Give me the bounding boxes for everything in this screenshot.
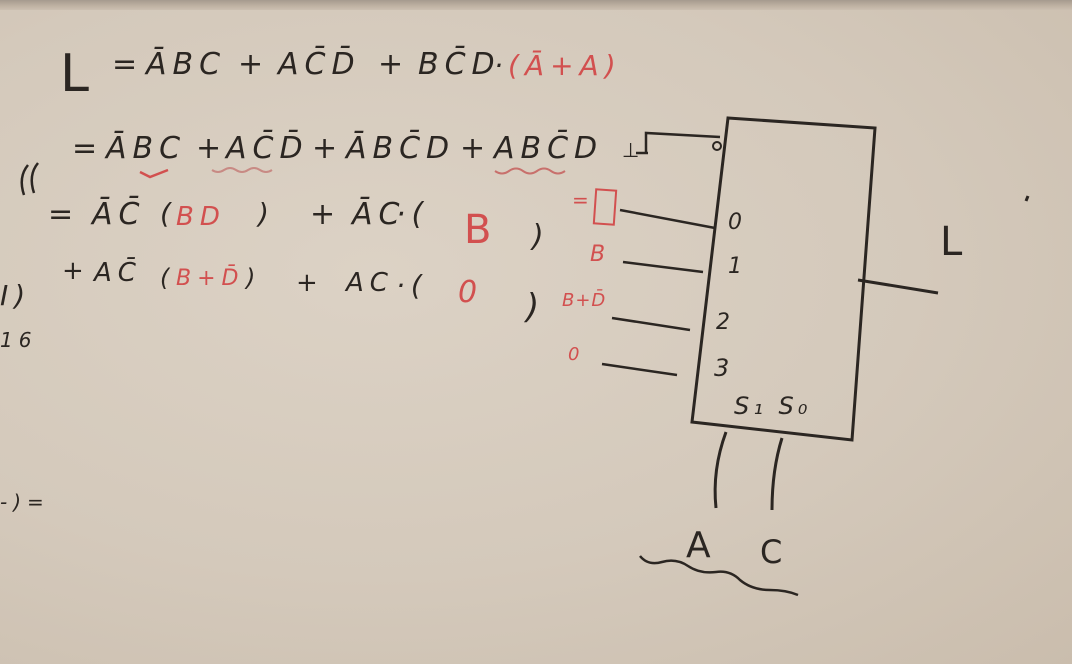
squiggle-underline bbox=[639, 555, 799, 597]
line1-plus: + bbox=[378, 47, 410, 82]
line2-equals: = bbox=[72, 131, 104, 166]
ground-icon: ⊥ bbox=[622, 138, 646, 162]
input-0-box bbox=[592, 188, 618, 226]
line1-term2: AC̄D̄ bbox=[278, 47, 361, 82]
line3-close: ) bbox=[532, 219, 550, 254]
select-wire-s0 bbox=[770, 437, 784, 511]
line1-red-factor: (Ā+A) bbox=[508, 49, 622, 82]
line1-plus: + bbox=[238, 47, 270, 82]
line4-open: ( bbox=[160, 264, 176, 292]
line3-open: ·( bbox=[396, 197, 430, 232]
line3-term2: ĀC bbox=[352, 197, 406, 232]
mux-box bbox=[690, 116, 877, 442]
squiggle-underline bbox=[494, 167, 566, 175]
line2-plus: + bbox=[312, 131, 344, 166]
select-input-A: A bbox=[686, 525, 717, 566]
mux-input-1-index: 1 bbox=[728, 254, 748, 279]
mux-input-1-value: B bbox=[590, 242, 612, 267]
input-wire-3 bbox=[601, 362, 678, 377]
select-wire-s1 bbox=[713, 431, 728, 509]
line3-term1: ĀC̄ bbox=[92, 197, 146, 232]
line4-plus: + bbox=[296, 268, 324, 298]
line4-red-zero: 0 bbox=[458, 275, 484, 310]
margin-mark: 16 bbox=[0, 328, 38, 352]
input-wire-2 bbox=[611, 316, 691, 332]
line1-equals: = bbox=[112, 47, 144, 82]
select-input-C: C bbox=[760, 533, 789, 571]
enable-bubble bbox=[712, 141, 722, 151]
line1-term3: BC̄D bbox=[418, 47, 501, 82]
line3-red-B: B bbox=[464, 207, 498, 253]
mux-input-3-index: 3 bbox=[714, 354, 736, 382]
margin-parens bbox=[20, 162, 39, 196]
line4-term2: AC bbox=[346, 268, 394, 298]
squiggle-underline bbox=[211, 167, 273, 173]
line2-plus: + bbox=[460, 131, 492, 166]
line1-term1: ĀBC bbox=[146, 47, 227, 82]
margin-mark: I) bbox=[0, 279, 32, 312]
line4-open: ·( bbox=[396, 269, 428, 302]
dot bbox=[1024, 195, 1030, 202]
line1-dot: · bbox=[494, 49, 509, 82]
line3-open: ( bbox=[160, 197, 177, 230]
line3-red-BD: BD bbox=[176, 202, 226, 232]
whiteboard bbox=[0, 10, 1072, 664]
line3-close: ) bbox=[258, 197, 275, 230]
input-wire-1 bbox=[622, 260, 704, 274]
line4-term1: AC̄ bbox=[94, 258, 142, 288]
line4-close: ) bbox=[246, 264, 262, 292]
line4-close: ) bbox=[526, 287, 546, 327]
input-wire-0 bbox=[619, 208, 716, 230]
line2-plus: + bbox=[196, 131, 228, 166]
expression-L-symbol: L bbox=[60, 44, 95, 104]
mux-select-labels: S₁ S₀ bbox=[734, 392, 812, 420]
mux-input-0-index: 0 bbox=[728, 210, 748, 235]
mux-input-2-value: B+D̄ bbox=[562, 290, 607, 311]
line2-term2: AC̄D̄ bbox=[226, 131, 309, 166]
line2-term1: ĀBC bbox=[106, 131, 187, 166]
mux-input-2-index: 2 bbox=[716, 310, 736, 335]
line3-plus: + bbox=[310, 197, 342, 232]
output-wire bbox=[857, 278, 939, 295]
mux-output-label: L bbox=[940, 219, 969, 265]
line4-red-expr: B+D̄ bbox=[176, 266, 245, 291]
enable-wire bbox=[636, 131, 721, 155]
margin-mark: -)= bbox=[0, 490, 50, 514]
line4-plus: + bbox=[62, 256, 90, 286]
line2-term4: ABC̄D bbox=[494, 131, 604, 166]
line3-equals: = bbox=[48, 197, 80, 232]
mux-input-0-value: = bbox=[572, 188, 595, 212]
line2-term3: ĀBC̄D bbox=[346, 131, 456, 166]
mux-input-3-value: 0 bbox=[568, 344, 586, 365]
checkmark-underline bbox=[139, 168, 169, 179]
